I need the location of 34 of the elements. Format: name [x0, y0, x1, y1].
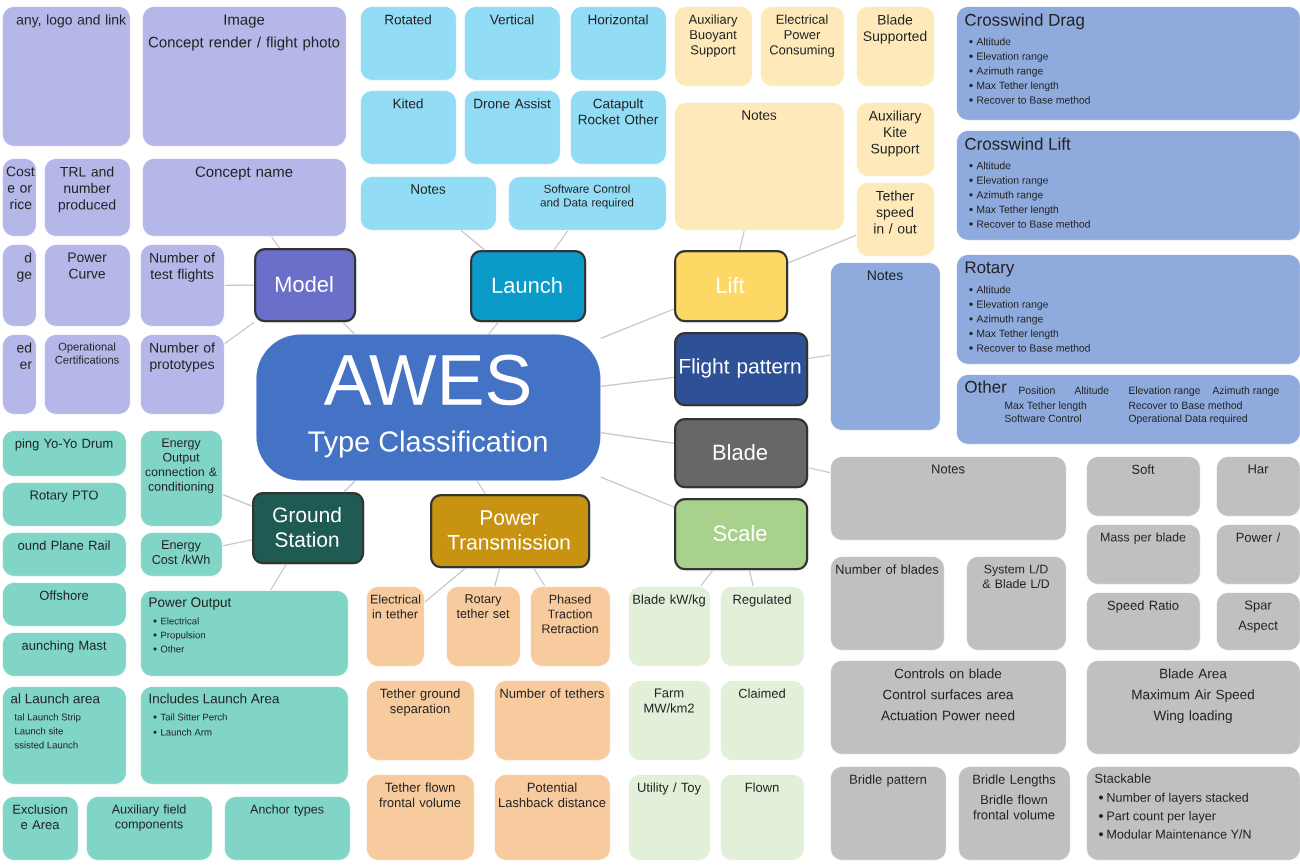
category-box: Power Transmission	[430, 494, 591, 569]
connector-line	[270, 563, 287, 591]
connector-line	[553, 230, 569, 251]
connector-line	[600, 431, 675, 444]
connector-line	[341, 321, 356, 335]
connector-line	[224, 321, 255, 345]
connector-line	[222, 494, 253, 507]
connector-line	[807, 354, 831, 360]
category-box: Model	[254, 248, 357, 323]
connector-line	[748, 569, 754, 587]
connector-line	[600, 308, 675, 339]
connector-line	[222, 539, 253, 547]
connector-line	[488, 321, 500, 335]
connector-line	[424, 567, 467, 603]
connector-line	[224, 284, 255, 286]
category-box: Ground Station	[252, 492, 365, 565]
category-box: Launch	[470, 250, 587, 323]
connector-line	[807, 467, 831, 474]
connector-line	[787, 234, 857, 264]
connector-line	[739, 230, 745, 251]
connector-line	[533, 567, 546, 587]
connector-line	[343, 480, 356, 493]
connector-line	[494, 567, 501, 587]
connector-line	[700, 569, 714, 587]
category-box: Flight pattern	[674, 332, 809, 407]
connector-line	[600, 476, 675, 508]
connector-line	[271, 236, 281, 249]
category-box: Scale	[674, 498, 809, 571]
connector-line	[600, 376, 675, 387]
center-box: AWES Type Classification	[256, 334, 601, 481]
connector-line	[476, 480, 487, 495]
connector-line	[460, 230, 486, 251]
category-box: Blade	[674, 418, 809, 489]
category-box: Lift	[674, 250, 789, 323]
